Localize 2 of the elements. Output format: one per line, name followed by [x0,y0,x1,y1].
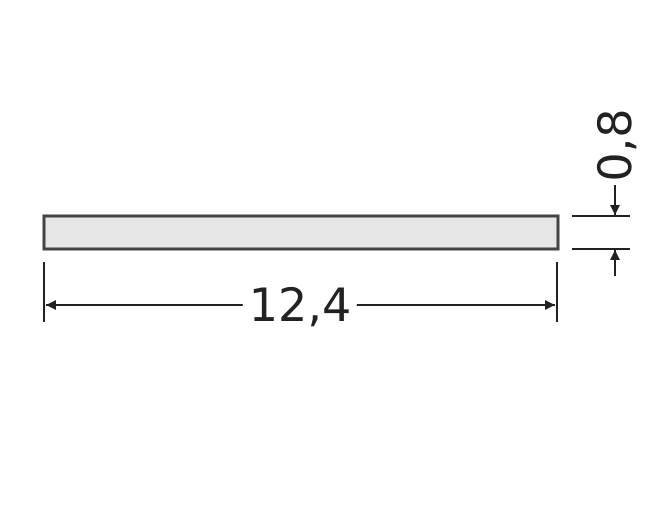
dimension-label: 0,8 [592,107,638,184]
flat-bar-profile [42,214,560,250]
